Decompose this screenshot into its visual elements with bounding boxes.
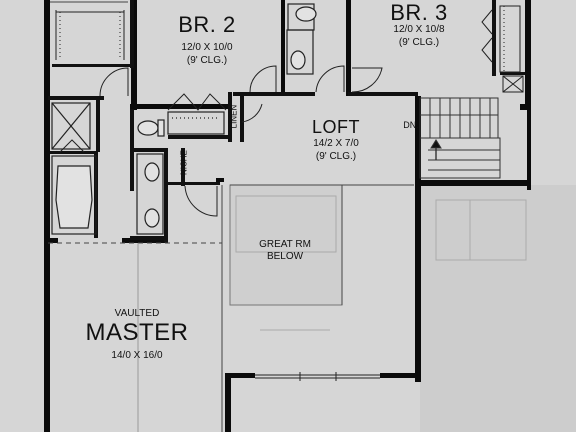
stairs — [419, 97, 501, 179]
br2-dimensions: 12/0 X 10/0 — [181, 42, 233, 53]
br3-dimensions: 12/0 X 10/8 — [393, 24, 445, 35]
loft-ceiling: (9' CLG.) — [315, 151, 357, 162]
stairs-down-label: DN. — [403, 120, 419, 130]
below-level-ghost-lines — [235, 195, 527, 331]
loft-label: LOFT — [311, 117, 360, 137]
br2-label: BR. 2 — [178, 12, 236, 37]
master-label: MASTER — [85, 319, 189, 346]
light-lines — [48, 1, 414, 432]
loft-dimensions: 14/2 X 7/0 — [313, 138, 359, 149]
linen-label: LINEN — [229, 104, 239, 129]
master-vaulted-label: VAULTED — [114, 308, 160, 319]
br2-ceiling: (9' CLG.) — [186, 55, 228, 66]
br3-ceiling: (9' CLG.) — [398, 37, 440, 48]
door-swings — [59, 65, 383, 217]
great-room-below-label: BELOW — [266, 251, 304, 262]
great-room-open-area — [229, 184, 343, 306]
window-opening — [255, 372, 380, 381]
br2-closet — [55, 10, 125, 60]
br3-closet — [481, 5, 524, 93]
below-floor-area — [420, 185, 576, 432]
br3-label: BR. 3 — [390, 0, 448, 25]
bath-fixtures — [51, 3, 317, 235]
great-room-label: GREAT RM — [259, 239, 311, 250]
master-dimensions: 14/0 X 16/0 — [111, 350, 163, 361]
niche-label: NICHE — [179, 150, 189, 176]
interior-walls — [48, 0, 525, 243]
